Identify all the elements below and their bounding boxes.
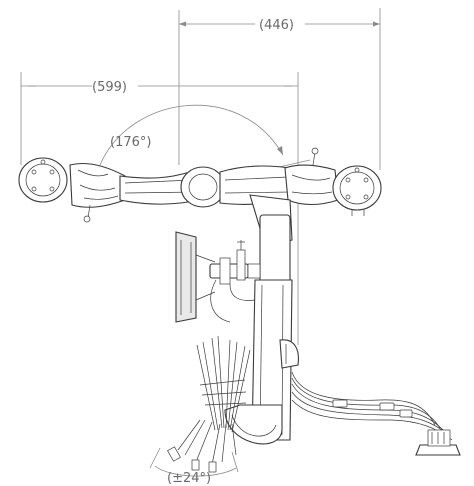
dimension-label-599: (599) bbox=[92, 80, 127, 95]
dimension-599: (599) bbox=[20, 72, 299, 345]
floor-connector bbox=[415, 429, 461, 456]
right-arm-link bbox=[284, 147, 339, 206]
right-wrist-head bbox=[332, 165, 382, 216]
side-display-panel bbox=[175, 231, 216, 323]
valve-fitting bbox=[209, 240, 261, 323]
dimension-label-pm24: (±24°) bbox=[167, 471, 211, 486]
dimension-label-446: (446) bbox=[259, 18, 294, 33]
dimension-446: (446) bbox=[178, 8, 381, 170]
dimension-label-176: (176°) bbox=[110, 135, 151, 150]
vertical-column bbox=[224, 194, 293, 445]
column-clamp bbox=[279, 339, 299, 369]
instrument-bundle bbox=[167, 335, 251, 473]
forearm-left-link bbox=[119, 171, 201, 205]
left-wrist-head bbox=[18, 157, 126, 223]
dimension-pm24-deg: (±24°) bbox=[149, 447, 239, 486]
